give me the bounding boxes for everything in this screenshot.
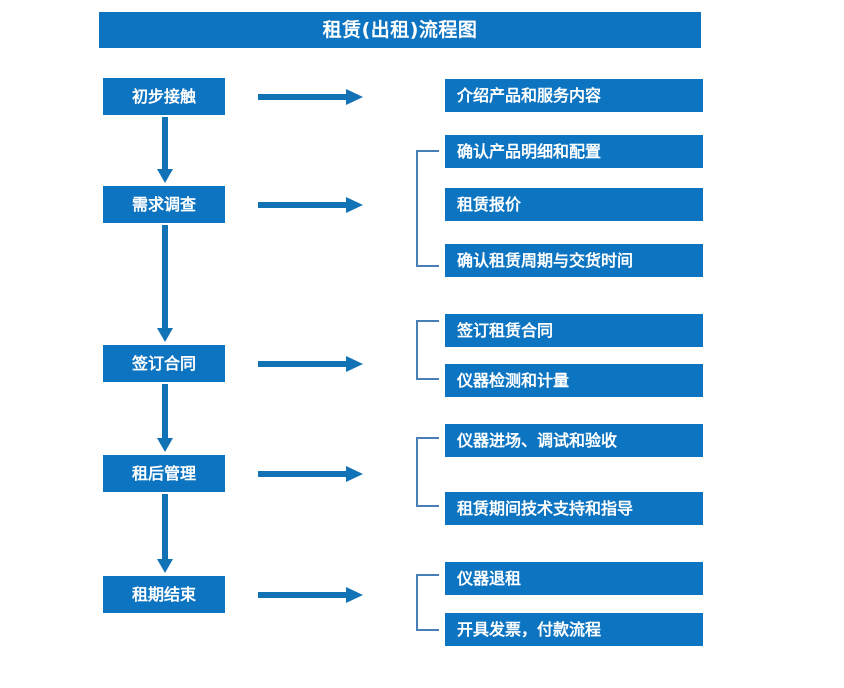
detail-label: 确认产品明细和配置 [457, 141, 602, 161]
arrow-shaft [162, 384, 168, 438]
arrow-head [157, 438, 173, 452]
detail-box-introduce-products[interactable]: 介绍产品和服务内容 [445, 79, 703, 112]
detail-label: 租赁期间技术支持和指导 [457, 498, 634, 518]
arrow-shaft [258, 202, 348, 208]
stage-box-initial-contact[interactable]: 初步接触 [103, 78, 225, 115]
down-arrow-contact-to-survey [157, 117, 173, 183]
detail-box-technical-support[interactable]: 租赁期间技术支持和指导 [445, 492, 703, 525]
bracket-demand-survey-group [416, 150, 439, 267]
stage-label: 需求调查 [131, 194, 196, 214]
arrow-shaft [162, 494, 168, 559]
arrow-head [157, 559, 173, 573]
detail-box-instrument-inspection[interactable]: 仪器检测和计量 [445, 364, 703, 397]
arrow-shaft [258, 94, 348, 100]
page-title: 租赁(出租)流程图 [322, 18, 478, 41]
stage-box-rental-end[interactable]: 租期结束 [103, 576, 225, 613]
arrow-head [157, 328, 173, 342]
arrow-head [346, 466, 363, 482]
right-arrow-rental-end [258, 586, 363, 604]
arrow-head [346, 587, 363, 603]
down-arrow-survey-to-contract [157, 225, 173, 342]
detail-box-rental-quotation[interactable]: 租赁报价 [445, 188, 703, 221]
detail-label: 仪器退租 [457, 568, 522, 588]
down-arrow-management-to-end [157, 494, 173, 573]
down-arrow-contract-to-management [157, 384, 173, 452]
detail-label: 介绍产品和服务内容 [457, 85, 602, 105]
detail-label: 仪器检测和计量 [457, 370, 570, 390]
stage-label: 租后管理 [131, 463, 196, 483]
detail-box-confirm-period-delivery[interactable]: 确认租赁周期与交货时间 [445, 244, 703, 277]
arrow-shaft [162, 117, 168, 169]
arrow-shaft [162, 225, 168, 328]
arrow-shaft [258, 592, 348, 598]
detail-label: 租赁报价 [457, 194, 522, 214]
detail-box-instrument-arrival-commissioning[interactable]: 仪器进场、调试和验收 [445, 424, 703, 457]
stage-box-demand-survey[interactable]: 需求调查 [103, 186, 225, 223]
stage-label: 签订合同 [131, 353, 196, 373]
bracket-post-rental-group [416, 437, 439, 507]
right-arrow-initial-contact [258, 88, 363, 106]
arrow-head [346, 89, 363, 105]
arrow-head [346, 197, 363, 213]
detail-box-invoice-payment[interactable]: 开具发票，付款流程 [445, 613, 703, 646]
bracket-rental-end-group [416, 574, 439, 631]
arrow-head [346, 356, 363, 372]
arrow-shaft [258, 471, 348, 477]
detail-box-instrument-return[interactable]: 仪器退租 [445, 562, 703, 595]
detail-box-confirm-product-spec[interactable]: 确认产品明细和配置 [445, 135, 703, 168]
detail-label: 仪器进场、调试和验收 [457, 430, 618, 450]
arrow-shaft [258, 361, 348, 367]
right-arrow-post-rental-management [258, 465, 363, 483]
detail-label: 签订租赁合同 [457, 320, 554, 340]
bracket-sign-contract-group [416, 320, 439, 380]
stage-box-post-rental-management[interactable]: 租后管理 [103, 455, 225, 492]
stage-label: 租期结束 [131, 584, 196, 604]
right-arrow-demand-survey [258, 196, 363, 214]
stage-box-sign-contract[interactable]: 签订合同 [103, 345, 225, 382]
detail-label: 确认租赁周期与交货时间 [457, 250, 634, 270]
arrow-head [157, 169, 173, 183]
detail-label: 开具发票，付款流程 [457, 619, 602, 639]
stage-label: 初步接触 [131, 86, 196, 106]
detail-box-sign-rental-contract[interactable]: 签订租赁合同 [445, 314, 703, 347]
right-arrow-sign-contract [258, 355, 363, 373]
chart-title-banner: 租赁(出租)流程图 [99, 12, 701, 48]
